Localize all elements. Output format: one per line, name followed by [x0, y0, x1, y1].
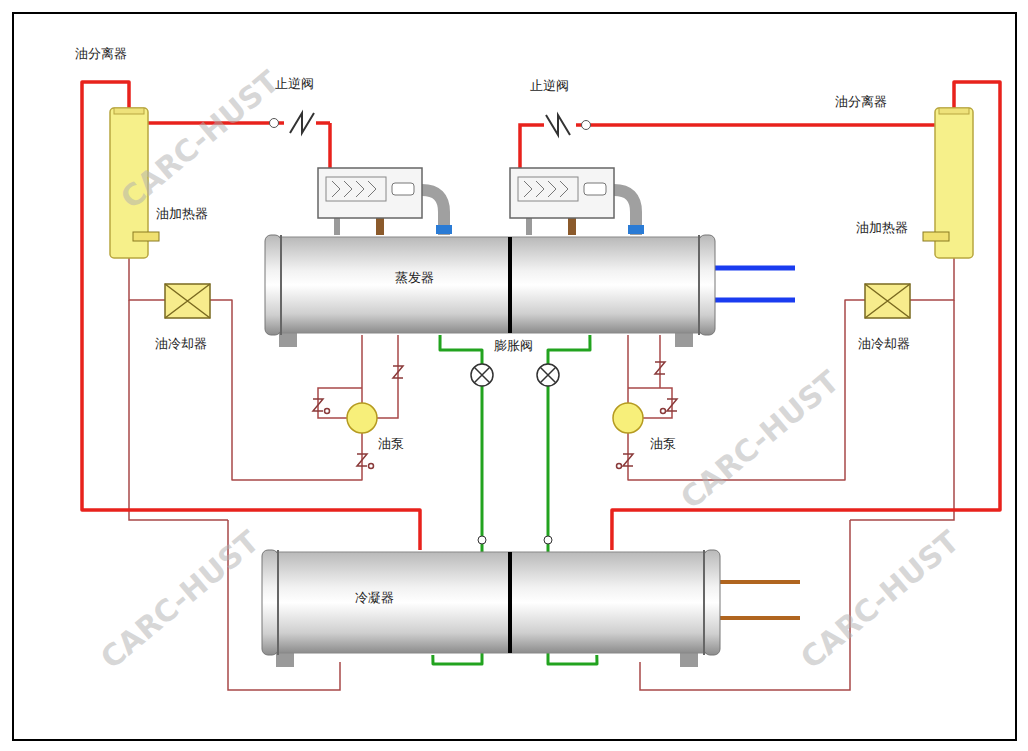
compressor [318, 168, 452, 235]
oil-cooler: 油冷却器 [865, 284, 910, 318]
pipe-joint [544, 536, 552, 544]
valve-symbol [313, 362, 677, 469]
oil-pump-shape [613, 403, 643, 433]
check-valve-shape [270, 112, 330, 134]
check-valve: 止逆阀 [270, 112, 330, 134]
pipe-connector [910, 258, 954, 300]
part-label: 油加热器 [156, 206, 208, 222]
check-valve: 止逆阀 [530, 114, 590, 136]
condenser-shape [262, 550, 720, 655]
component-label: 油分离器 [75, 46, 127, 62]
condenser: 冷凝器 [262, 550, 720, 655]
discharge-pipe [520, 125, 530, 168]
discharge-pipe [328, 123, 332, 168]
component-name: 冷凝器 [355, 590, 394, 606]
pipe-connector [361, 335, 363, 403]
oil-cooler-shape [865, 284, 910, 318]
part-label: 油加热器 [856, 220, 908, 236]
watermark: CARC-HUST [674, 364, 845, 515]
oil-separator: 油分离器 [935, 108, 973, 258]
oil-cooler-shape [165, 284, 210, 318]
oil-pump-shape [347, 403, 377, 433]
oil-cooler: 油冷却器 [165, 284, 210, 318]
pipe-connector [590, 123, 935, 127]
evaporator: 蒸发器 [265, 235, 715, 335]
watermark: CARC-HUST [794, 524, 965, 675]
compressor [510, 168, 644, 235]
oil-heater [133, 232, 159, 241]
oil-pump: 油泵 [613, 403, 643, 433]
oil-heater [923, 232, 949, 241]
frame [13, 13, 1016, 740]
oil-separator-shape [935, 108, 973, 258]
component-label: 油冷却器 [155, 336, 207, 352]
pipe-connector [627, 335, 629, 403]
component-label: 油泵 [378, 436, 404, 452]
component-label: 油分离器 [835, 94, 887, 110]
pipe-joint [478, 536, 486, 544]
pipe-connector [129, 258, 165, 300]
oil-pump: 油泵 [347, 403, 377, 433]
cooling-water-pipe [716, 582, 800, 618]
expansion-valve-symbol [471, 364, 493, 386]
component-name: 蒸发器 [395, 270, 434, 286]
component-label: 油冷却器 [858, 336, 910, 352]
check-valve-shape [530, 114, 590, 136]
component-label: 止逆阀 [530, 78, 569, 94]
expansion-valve-symbol [537, 364, 559, 386]
part-label: 膨胀阀 [494, 338, 533, 354]
watermark: CARC-HUST [94, 524, 265, 675]
chilled-water-pipe [712, 268, 795, 300]
evaporator-shape [265, 235, 715, 335]
component-label: 油泵 [650, 436, 676, 452]
